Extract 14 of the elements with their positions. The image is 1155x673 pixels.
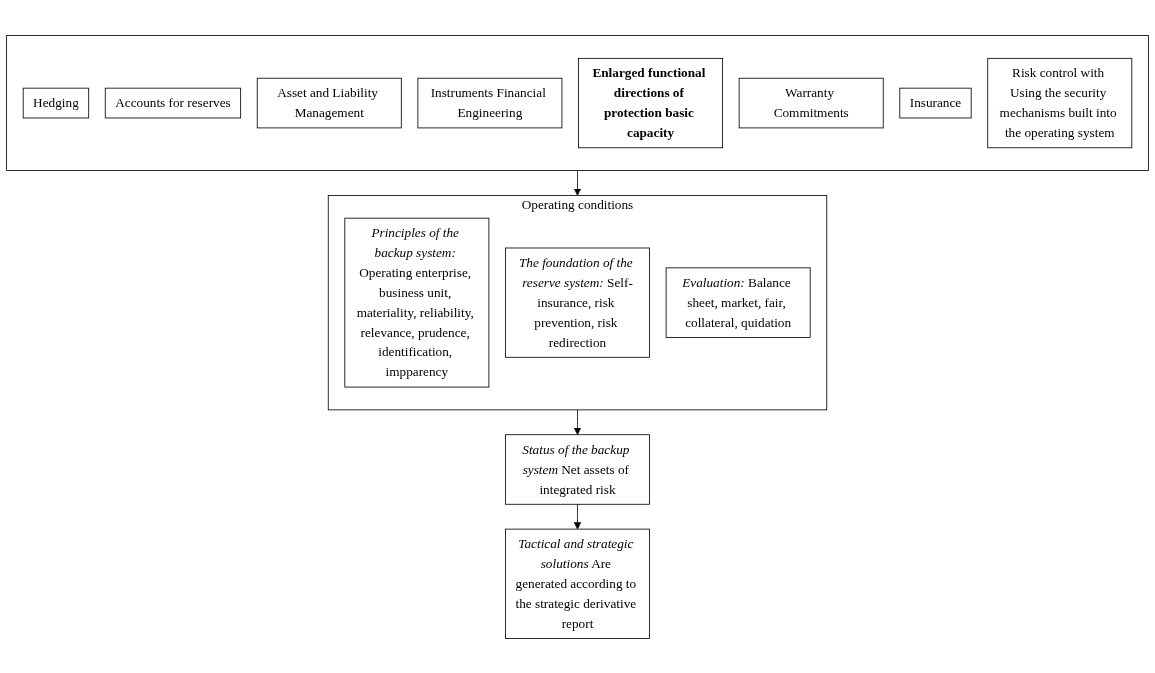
cluster: [6, 34, 1149, 171]
node-box: Enlarged functional directions of protection basic capacity: [578, 57, 723, 148]
node-box: Asset and Liability Management: [256, 77, 402, 128]
node-box: Accounts for reserves: [104, 87, 242, 118]
node-box: Hedging: [22, 87, 90, 118]
node-box: Warranty Commitments: [738, 77, 884, 128]
node-box: Status of the backup system Net assets of integrated risk: [505, 433, 650, 505]
node-box: Evaluation: Balance sheet, market, fair, collateral, quidation: [665, 266, 811, 338]
node-box: Principles of the backup system: Operating enterprise, business unit, materiality, reliability, relevance, prudence, identification, impparency: [344, 217, 490, 387]
node-box: Risk control with Using the security mechanisms built into the operating system: [987, 57, 1133, 148]
node-box: Tactical and strategic solutions Are generated according to the strategic derivative report: [505, 528, 650, 639]
node-box: Insurance: [899, 87, 972, 118]
node-box: The foundation of the reserve system: Self-insurance, risk prevention, risk redirection: [505, 247, 650, 358]
node-box: Instruments Financial Engineering: [417, 77, 563, 128]
